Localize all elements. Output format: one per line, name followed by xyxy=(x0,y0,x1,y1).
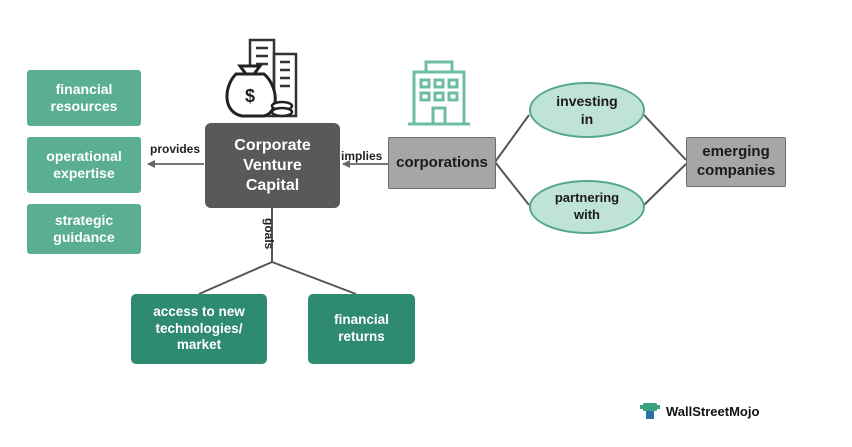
partnering-to-emerging-line xyxy=(643,163,687,206)
partnering-with-ellipse: partnering with xyxy=(529,180,645,234)
corporations-box: corporations xyxy=(388,137,496,189)
corporate-venture-capital-box: Corporate Venture Capital xyxy=(205,123,340,208)
financial-resources-box: financial resources xyxy=(27,70,141,126)
goals-label: goals xyxy=(262,218,276,250)
goals-left-branch xyxy=(198,261,273,295)
wallstreetmojo-logo: WallStreetMojo xyxy=(638,399,759,423)
strategic-guidance-box: strategic guidance xyxy=(27,204,141,254)
goals-right-branch xyxy=(271,261,357,295)
money-bag-buildings-icon: $ xyxy=(225,38,298,118)
implies-label: implies xyxy=(341,149,383,163)
wallstreetmojo-logo-icon xyxy=(640,403,660,419)
corp-to-partnering-line xyxy=(494,161,530,206)
wallstreetmojo-wordmark: WallStreetMojo xyxy=(666,403,760,419)
financial-returns-box: financial returns xyxy=(308,294,415,364)
emerging-companies-box: emerging companies xyxy=(686,137,786,187)
corp-to-investing-line xyxy=(494,114,530,163)
office-building-icon xyxy=(408,60,470,126)
access-new-technologies-box: access to new technologies/ market xyxy=(131,294,267,364)
svg-text:$: $ xyxy=(245,86,255,106)
operational-expertise-box: operational expertise xyxy=(27,137,141,193)
provides-label: provides xyxy=(150,142,201,156)
investing-to-emerging-line xyxy=(643,114,687,161)
investing-in-ellipse: investing in xyxy=(529,82,645,138)
